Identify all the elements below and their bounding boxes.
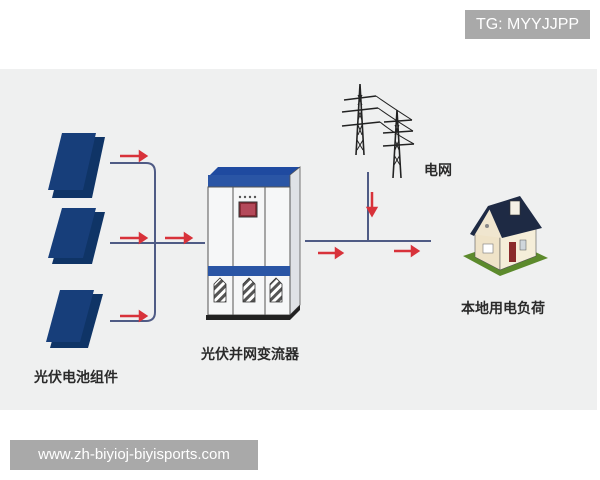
load-label: 本地用电负荷 <box>461 301 545 317</box>
inverter-cabinet-icon <box>206 166 301 320</box>
solar-panel-icon <box>48 133 105 198</box>
inverter-label: 光伏并网变流器 <box>201 347 299 363</box>
grid-label: 电网 <box>424 163 452 179</box>
pv-modules-label: 光伏电池组件 <box>34 370 118 386</box>
dc-bus-lines <box>110 162 205 322</box>
power-tower-icon <box>341 83 415 179</box>
solar-panel-icon <box>46 290 103 348</box>
house-icon <box>463 196 548 276</box>
watermark-bottom: www.zh-biyioj-biyisports.com <box>10 440 258 470</box>
arrow-icon <box>120 149 194 323</box>
watermark-top: TG: MYYJJPP <box>465 10 590 39</box>
ac-bus-lines <box>305 172 431 242</box>
arrow-icon <box>318 192 421 260</box>
solar-panel-icon <box>48 208 105 264</box>
